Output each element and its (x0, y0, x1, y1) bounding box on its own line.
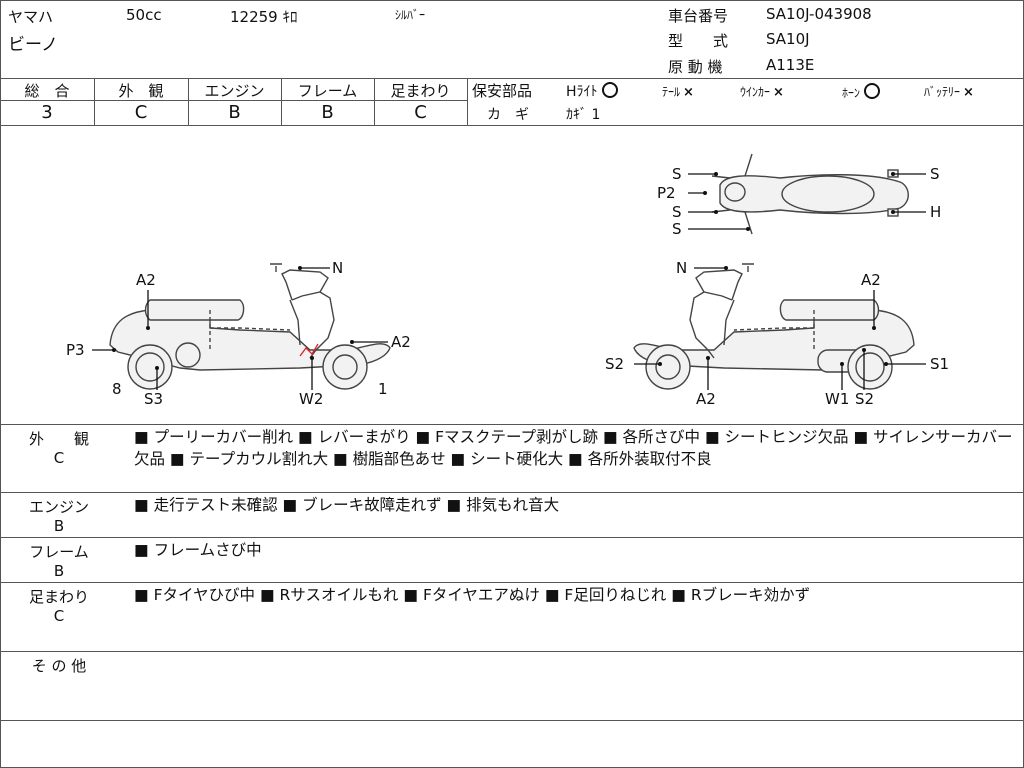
exterior-label: 外 観 (118, 82, 164, 100)
scooter-top-view: S P2 S S S H (657, 153, 941, 238)
remark-engine-grade: B (53, 517, 65, 535)
remark-exterior-text: ■ プーリーカバー削れ ■ レバーまがり ■ Fマスクテープ剥がし跡 ■ 各所さ… (134, 428, 1013, 468)
remark-engine-label: エンジン (28, 498, 89, 516)
svg-text:S: S (930, 165, 940, 183)
suspension-grade: C (414, 102, 427, 123)
svg-text:S3: S3 (144, 390, 163, 408)
divider (281, 78, 282, 125)
taillight-label: ﾃｰﾙ (662, 85, 681, 99)
svg-text:A2: A2 (696, 390, 716, 408)
displacement: 50cc (126, 6, 162, 24)
model-name: ビーノ (8, 35, 58, 55)
frame-label: フレーム (297, 82, 358, 100)
headlight-label: Hﾗｲﾄ (566, 84, 598, 100)
battery-status: ﾊﾞｯﾃﾘｰ× (924, 83, 974, 100)
divider (0, 582, 1024, 583)
svg-text:W1: W1 (825, 390, 849, 408)
divider (0, 720, 1024, 721)
svg-text:S: S (672, 165, 682, 183)
horn-status: ﾎｰﾝ (842, 83, 881, 101)
svg-text:S1: S1 (930, 355, 949, 373)
remark-other-label: そ の 他 (31, 657, 87, 675)
remark-suspension-text: ■ Fタイヤひび中 ■ Rサスオイルもれ ■ Fタイヤエアぬけ ■ F足回りねじ… (134, 586, 811, 604)
divider (188, 78, 189, 125)
frame-no-label: 車台番号 (668, 7, 729, 25)
svg-text:1: 1 (378, 380, 388, 398)
divider (0, 651, 1024, 652)
exterior-grade: C (134, 102, 148, 123)
divider (0, 492, 1024, 493)
taillight-status: ﾃｰﾙ× (662, 83, 694, 100)
engine-grade: B (228, 102, 241, 123)
divider (0, 125, 1024, 126)
divider (0, 537, 1024, 538)
remark-frame-text: ■ フレームさび中 (134, 541, 262, 559)
remark-suspension-grade: C (53, 607, 65, 625)
battery-label: ﾊﾞｯﾃﾘｰ (924, 85, 961, 99)
model-type-label: 型 式 (668, 32, 729, 50)
svg-text:N: N (332, 259, 343, 277)
remark-engine-text: ■ 走行テスト未確認 ■ ブレーキ故障走れず ■ 排気もれ音大 (134, 496, 560, 514)
svg-text:S: S (672, 203, 682, 221)
ng-cross-icon: × (963, 85, 974, 100)
svg-text:A2: A2 (391, 333, 411, 351)
remark-exterior-label: 外 観 (28, 430, 89, 448)
maker: ヤマハ (8, 8, 54, 26)
divider (0, 424, 1024, 425)
key-label: カ ギ (487, 107, 529, 123)
safety-label: 保安部品 (472, 82, 533, 100)
headlight-status: Hﾗｲﾄ (566, 81, 618, 101)
divider (94, 78, 95, 125)
remark-frame-label: フレーム (29, 543, 89, 561)
overall-grade: 3 (41, 102, 53, 123)
frame-grade: B (321, 102, 334, 123)
winker-status: ｳｲﾝｶｰ× (740, 83, 784, 100)
svg-text:S: S (672, 220, 682, 238)
svg-text:8: 8 (112, 380, 122, 398)
remark-exterior-grade: C (53, 449, 65, 467)
suspension-label: 足まわり (390, 82, 451, 100)
remark-suspension-label: 足まわり (28, 588, 89, 606)
winker-label: ｳｲﾝｶｰ (740, 85, 771, 99)
svg-text:P2: P2 (657, 184, 676, 202)
ok-circle-icon (864, 83, 881, 99)
engine-label: エンジン (204, 82, 265, 100)
divider (467, 78, 468, 125)
svg-text:S2: S2 (855, 390, 874, 408)
svg-text:A2: A2 (136, 271, 156, 289)
key-value: ｶｷﾞ 1 (566, 107, 601, 123)
mileage: 12259 ｷﾛ (230, 8, 298, 26)
svg-text:P3: P3 (66, 341, 85, 359)
divider (0, 100, 468, 101)
svg-text:N: N (676, 259, 687, 277)
svg-text:W2: W2 (299, 390, 323, 408)
horn-label: ﾎｰﾝ (842, 86, 861, 100)
scooter-right-view: N A2 S2 A2 S1 W1 S2 (605, 259, 949, 408)
divider (0, 78, 1024, 79)
ng-cross-icon: × (773, 85, 784, 100)
remark-frame-grade: B (53, 562, 65, 580)
engine-type-label: 原 動 機 (668, 58, 723, 76)
ok-circle-icon (601, 82, 618, 98)
svg-text:H: H (930, 203, 941, 221)
damage-diagram: N A2 A2 P3 S3 W2 8 1 S P2 S S S H (66, 153, 949, 408)
overall-label: 総 合 (24, 82, 70, 100)
model-type: SA10J (766, 30, 810, 48)
divider (374, 78, 375, 125)
scooter-left-view: N A2 A2 P3 S3 W2 8 1 (66, 259, 411, 408)
frame-no: SA10J-043908 (766, 5, 872, 23)
engine-type: A113E (766, 56, 815, 74)
ng-cross-icon: × (683, 85, 694, 100)
svg-text:S2: S2 (605, 355, 624, 373)
color: ｼﾙﾊﾞｰ (395, 8, 426, 22)
svg-text:A2: A2 (861, 271, 881, 289)
